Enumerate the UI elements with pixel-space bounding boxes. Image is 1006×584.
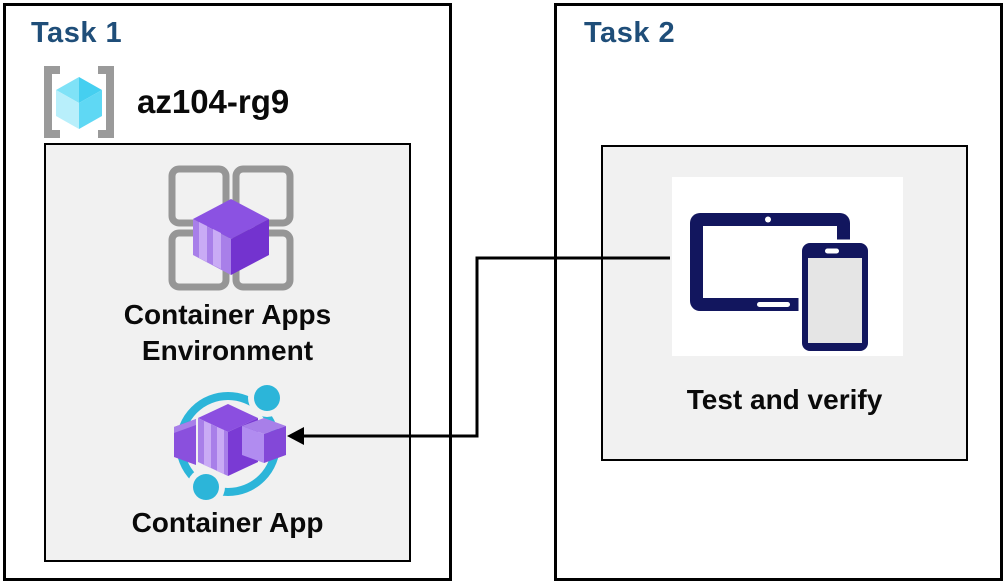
- task1-title: Task 1: [31, 17, 123, 49]
- resource-group-icon: [44, 66, 114, 138]
- resource-group-name: az104-rg9: [137, 83, 290, 120]
- resource-group-row: az104-rg9: [39, 61, 289, 143]
- environment-label: Container Apps Environment: [123, 299, 332, 366]
- task1-inner-box: Container Apps Environment Container App: [44, 143, 411, 562]
- container-app-icon: [174, 385, 286, 503]
- task2-inner-box: Test and verify: [601, 145, 968, 461]
- devices-card: [672, 177, 903, 356]
- devices-icon: [690, 213, 872, 355]
- task2-title: Task 2: [584, 17, 676, 49]
- task2-panel: Task 2 Test and verify: [554, 3, 1003, 581]
- verify-label: Test and verify: [686, 384, 883, 415]
- container-app-label: Container App: [131, 507, 324, 538]
- container-apps-environment-icon: [168, 165, 294, 291]
- task1-panel: Task 1 az104-rg9: [3, 3, 452, 581]
